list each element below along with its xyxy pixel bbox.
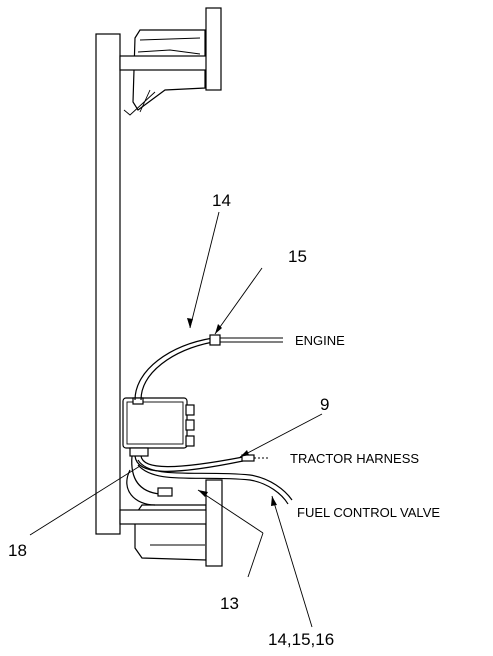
- label-tractor-harness: TRACTOR HARNESS: [290, 451, 419, 466]
- callout-14-15-16: 14,15,16: [268, 630, 334, 649]
- engine-cable: [134, 334, 283, 401]
- callout-13: 13: [220, 594, 239, 613]
- harness-cables: [126, 454, 293, 506]
- upper-bracket: [119, 7, 222, 116]
- leader-lines: [29, 211, 323, 628]
- lower-bracket: [119, 479, 223, 567]
- frame-rail: [95, 33, 121, 535]
- label-engine: ENGINE: [295, 333, 345, 348]
- callout-18: 18: [8, 541, 27, 560]
- callout-15: 15: [288, 247, 307, 266]
- control-module: [122, 397, 195, 457]
- label-fuel-control-valve: FUEL CONTROL VALVE: [297, 505, 440, 520]
- callout-9: 9: [320, 395, 329, 414]
- callout-14: 14: [212, 191, 231, 210]
